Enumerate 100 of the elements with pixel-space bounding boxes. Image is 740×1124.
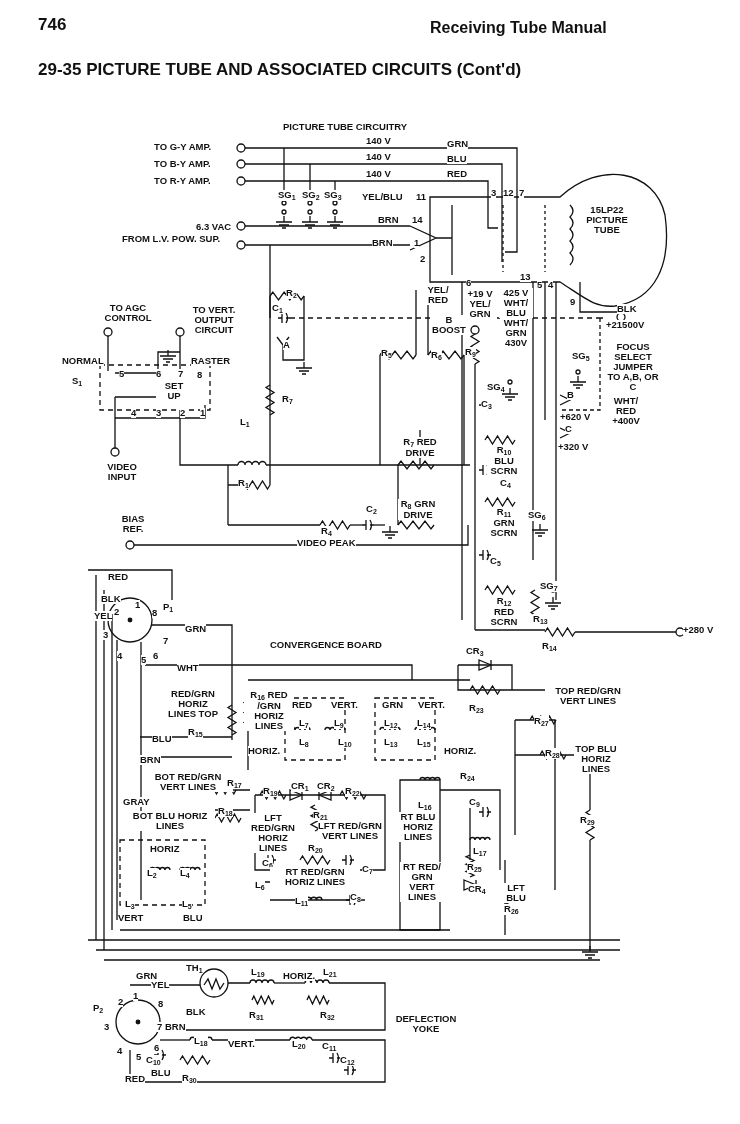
schematic-label: R$_{29}$ xyxy=(580,815,595,827)
schematic-label: CONVERGENCE BOARD xyxy=(270,640,382,650)
schematic-label: 1 xyxy=(135,600,141,610)
schematic-label: RED xyxy=(447,169,468,179)
schematic-label: BRN xyxy=(378,215,399,225)
schematic-label: L$_{10}$ xyxy=(338,737,352,749)
schematic-label: R$_{26}$ xyxy=(504,904,519,916)
schematic-label: TO G-Y AMP. xyxy=(154,142,212,152)
schematic-label: C$_{3}$ xyxy=(481,399,492,411)
schematic-label: C$_{5}$ xyxy=(490,556,501,568)
schematic-label: BLU xyxy=(183,913,203,923)
schematic-label: L$_{1}$ xyxy=(240,417,250,429)
schematic-label: 3 xyxy=(104,1022,110,1032)
schematic-label: 4 xyxy=(117,1046,123,1056)
schematic-label: SG$_{4}$ xyxy=(487,382,505,394)
schematic-label: L$_{20}$ xyxy=(292,1039,306,1051)
schematic-label: SG$_{7}$ xyxy=(540,581,558,593)
schematic-label: HORIZ. xyxy=(283,971,316,981)
schematic-label: HORIZ. xyxy=(248,746,281,756)
schematic-label: L$_{13}$ xyxy=(384,737,398,749)
schematic-label: R$_{24}$ xyxy=(460,771,475,783)
schematic-label: SG$_{3}$ xyxy=(324,190,342,202)
schematic-label: +320 V xyxy=(558,442,589,452)
schematic-label: L$_{17}$ xyxy=(473,846,487,858)
schematic-label: BLK xyxy=(101,594,121,604)
schematic-label: RT RED/GRN HORIZ LINES xyxy=(270,867,360,887)
schematic-label: C$_{4}$ xyxy=(500,478,511,490)
schematic-label: NORMAL xyxy=(62,356,104,366)
schematic-label: HORIZ. xyxy=(444,746,477,756)
schematic-label: 5 xyxy=(119,369,125,379)
schematic-label: 3 xyxy=(103,630,109,640)
schematic-label: GRN xyxy=(136,971,158,981)
schematic-label: 1 xyxy=(414,238,420,248)
schematic-label: L$_{2}$ xyxy=(147,868,157,880)
running-head: Receiving Tube Manual xyxy=(430,20,607,37)
schematic-label: 3 xyxy=(491,188,497,198)
schematic-label: 1 xyxy=(200,408,206,418)
schematic-label: 1 xyxy=(133,991,139,1001)
schematic-label: R$_{20}$ xyxy=(308,843,323,855)
schematic-label: GRN xyxy=(382,700,404,710)
schematic-label: R$_{17}$ xyxy=(227,778,242,790)
schematic-label: RED xyxy=(108,572,129,582)
schematic-label: R$_{15}$ xyxy=(188,727,203,739)
schematic-label: L$_{8}$ xyxy=(299,737,309,749)
schematic-label: GRN xyxy=(447,139,469,149)
schematic-label: 140 V xyxy=(366,152,391,162)
schematic-label: C$_{10}$ xyxy=(146,1055,161,1067)
schematic-label: 7 xyxy=(163,636,169,646)
schematic-label: R$_{2}$ xyxy=(286,288,297,300)
schematic-label: C$_{1}$ xyxy=(272,303,283,315)
schematic-label: 5 xyxy=(136,1052,142,1062)
schematic-label: +21500V xyxy=(606,320,645,330)
schematic-label: TH$_{1}$ xyxy=(186,963,203,975)
schematic-label: 6 xyxy=(156,369,162,379)
schematic-label: R$_{18}$ xyxy=(218,806,233,818)
schematic-label: C$_{8}$ xyxy=(350,892,361,904)
schematic-label: RT BLU HORIZ LINES xyxy=(398,812,438,842)
schematic-label: RED xyxy=(125,1074,146,1084)
schematic-label: BLU xyxy=(152,734,172,744)
schematic-label: L$_{3}$ xyxy=(125,899,135,911)
schematic-label: R$_{23}$ xyxy=(469,703,484,715)
schematic-label: L$_{9}$ xyxy=(334,718,344,730)
schematic-label: R$_{21}$ xyxy=(313,810,328,822)
schematic-label: TOP BLU HORIZ LINES xyxy=(574,744,618,774)
schematic-label: +620 V xyxy=(560,412,591,422)
schematic-label: 4 xyxy=(131,408,137,418)
schematic-label: R$_{31}$ xyxy=(249,1010,264,1022)
schematic-label: R$_{22}$ xyxy=(345,786,360,798)
schematic-label: BLK xyxy=(186,1007,206,1017)
schematic-label: CR$_{2}$ xyxy=(317,781,335,793)
schematic-label: 15LP22 PICTURE TUBE xyxy=(583,205,631,235)
schematic-label: 14 xyxy=(412,215,423,225)
schematic-label: YEL xyxy=(151,980,170,990)
schematic-label: L$_{19}$ xyxy=(251,967,265,979)
schematic-label: R$_{7}$ RED DRIVE xyxy=(400,437,440,459)
schematic-label: L$_{14}$ xyxy=(417,718,431,730)
schematic-label: C$_{12}$ xyxy=(340,1055,355,1067)
schematic-label: 3 xyxy=(156,408,162,418)
schematic-label: 8 xyxy=(158,999,164,1009)
schematic-label: R$_{30}$ xyxy=(182,1073,197,1085)
schematic-label: BLK xyxy=(617,304,637,314)
schematic-label: R$_{25}$ xyxy=(467,862,482,874)
schematic-label: 8 xyxy=(197,370,203,380)
schematic-label: HORIZ xyxy=(150,844,180,854)
schematic-label: 140 V xyxy=(366,169,391,179)
schematic-label: 6 xyxy=(153,651,159,661)
schematic-label: R$_{8}$ GRN DRIVE xyxy=(398,499,438,521)
schematic-label: 140 V xyxy=(366,136,391,146)
schematic-label: SG$_{6}$ xyxy=(528,510,546,522)
schematic-label: L$_{5}$ xyxy=(182,899,192,911)
schematic-label: 13 xyxy=(520,272,531,282)
schematic-label: CR$_{3}$ xyxy=(466,646,484,658)
schematic-label: BRN xyxy=(165,1022,186,1032)
schematic-label: 11 xyxy=(416,192,427,202)
schematic-label: RED xyxy=(292,700,313,710)
schematic-label: LFT RED/GRN HORIZ LINES xyxy=(250,813,296,853)
schematic-label: L$_{15}$ xyxy=(417,737,431,749)
schematic-label: LFT RED/GRN VERT LINES xyxy=(318,821,382,841)
schematic-label: WHT/ GRN 430V xyxy=(500,318,532,348)
schematic-label: L$_{18}$ xyxy=(194,1036,208,1048)
